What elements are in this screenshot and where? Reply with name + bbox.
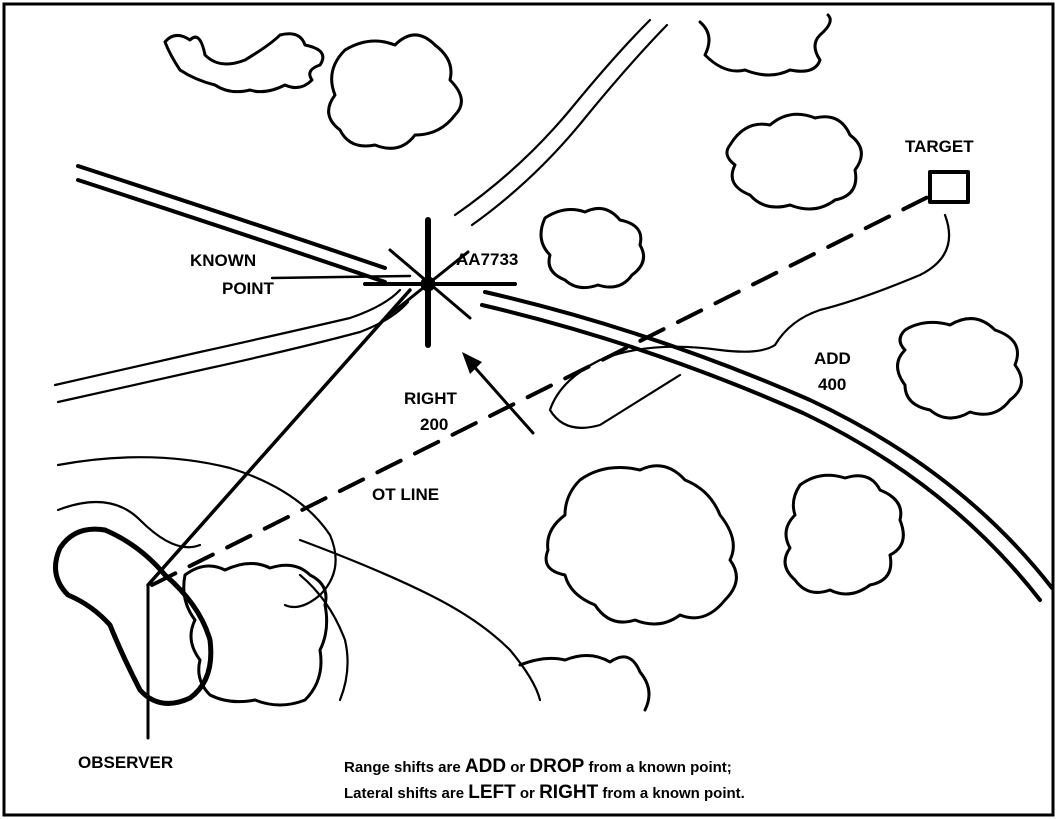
caption-line-2: Lateral shifts are LEFT or RIGHT from a … <box>344 782 745 804</box>
caption-1-pre: Range shifts are <box>344 759 465 776</box>
right-label-2: 200 <box>420 415 448 434</box>
caption-2-kw2: RIGHT <box>539 782 599 803</box>
caption-1-post: from a known point; <box>584 759 732 776</box>
observer-position-outline <box>53 526 214 706</box>
target-symbol <box>928 170 970 204</box>
contour-lines <box>56 213 951 702</box>
caption-2-pre: Lateral shifts are <box>344 785 469 802</box>
caption-1-kw2: DROP <box>529 756 585 777</box>
road <box>76 164 1054 602</box>
woods-cluster-2 <box>327 33 463 150</box>
caption-1-mid: or <box>506 759 530 776</box>
woods <box>163 13 1023 712</box>
target-label: TARGET <box>905 137 974 156</box>
grid-label: AA7733 <box>456 250 518 269</box>
woods-cluster-5 <box>539 206 646 290</box>
known-point-label-1: KNOWN <box>190 251 256 270</box>
woods-cluster-1 <box>163 32 325 94</box>
woods-cluster-10 <box>518 654 651 712</box>
stream-lower <box>53 288 410 404</box>
right-shift-arrowhead <box>462 352 482 374</box>
ot-line-label: OT LINE <box>372 485 439 504</box>
right-label-1: RIGHT <box>404 389 458 408</box>
woods-cluster-8 <box>783 473 905 596</box>
add-label-1: ADD <box>814 349 851 368</box>
woods-cluster-9 <box>182 562 329 707</box>
caption-2-mid: or <box>515 785 540 802</box>
woods-cluster-4 <box>725 112 863 211</box>
ot-line-dashed <box>150 194 932 587</box>
caption-line-1: Range shifts are ADD or DROP from a know… <box>344 756 732 778</box>
add-label-2: 400 <box>818 375 846 394</box>
caption-2-kw1: LEFT <box>468 782 516 803</box>
woods-cluster-7 <box>544 464 738 626</box>
caption-1-kw1: ADD <box>464 756 507 777</box>
caption-2-post: from a known point. <box>598 785 745 802</box>
known-point-symbol <box>363 217 517 348</box>
stream-upper <box>453 18 669 227</box>
observer-to-known-point-line <box>146 288 412 587</box>
right-shift-arrow <box>468 360 535 435</box>
woods-cluster-3 <box>698 13 832 77</box>
observer-label: OBSERVER <box>78 753 173 772</box>
known-point-label-2: POINT <box>222 279 275 298</box>
woods-cluster-6 <box>896 317 1023 420</box>
known-point-leader <box>270 274 412 280</box>
